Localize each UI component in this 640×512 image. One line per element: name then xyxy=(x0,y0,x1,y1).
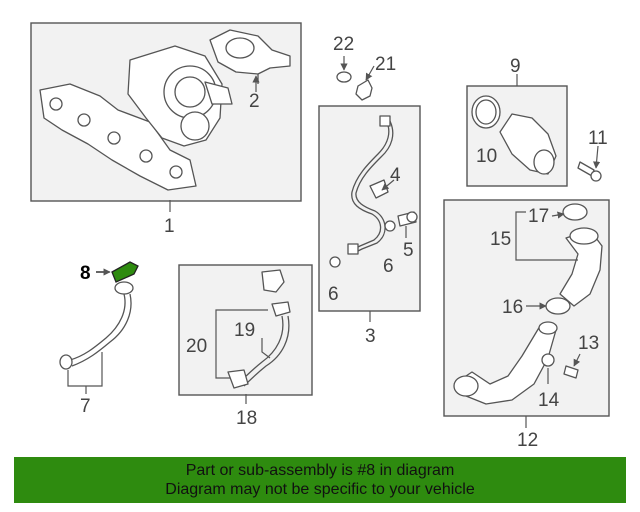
vacuum-hose-group-box xyxy=(178,264,313,396)
callout-8: 8 xyxy=(80,263,91,284)
callout-20: 20 xyxy=(186,336,207,357)
callout-4: 4 xyxy=(390,165,401,186)
part-22-oring xyxy=(336,71,352,83)
banner-line-2: Diagram may not be specific to your vehi… xyxy=(165,481,475,498)
callout-2: 2 xyxy=(249,91,260,112)
callout-3: 3 xyxy=(365,326,376,347)
banner-line-1: Part or sub-assembly is #8 in diagram xyxy=(185,462,455,479)
callout-5: 5 xyxy=(403,240,414,261)
callout-19: 19 xyxy=(234,320,255,341)
callout-18: 18 xyxy=(236,408,257,429)
intake-hose-group-box xyxy=(466,85,568,187)
washer-6b xyxy=(384,220,396,232)
turbocharger-group-box xyxy=(30,22,302,202)
callout-9: 9 xyxy=(510,56,521,77)
callout-15: 15 xyxy=(490,229,511,250)
callout-14: 14 xyxy=(538,390,560,411)
callout-6a: 6 xyxy=(328,284,339,305)
callout-17: 17 xyxy=(528,206,549,227)
part-13-bolt xyxy=(563,365,579,379)
part-16-clamp xyxy=(545,297,571,315)
part-8-gasket-highlighted xyxy=(111,261,139,283)
callout-10: 10 xyxy=(476,146,497,167)
callout-11: 11 xyxy=(588,128,608,149)
washer-6a xyxy=(329,256,341,268)
part-17-clamp xyxy=(562,203,588,221)
callout-22: 22 xyxy=(333,34,354,55)
info-banner: Part or sub-assembly is #8 in diagram Di… xyxy=(14,457,626,503)
callout-1: 1 xyxy=(164,216,175,237)
oil-line-group-box xyxy=(318,105,421,312)
callout-16: 16 xyxy=(502,297,523,318)
sensor-bracket xyxy=(261,269,285,293)
part-7-pipe xyxy=(69,293,126,361)
callout-13: 13 xyxy=(578,333,599,354)
parts-diagram: 2 1 22 21 4 5 6 6 3 9 10 11 xyxy=(30,22,610,451)
charge-pipe-group-box xyxy=(443,199,610,417)
part-14-nut xyxy=(541,353,555,367)
callout-21: 21 xyxy=(375,54,396,75)
callout-6b: 6 xyxy=(383,256,394,277)
callout-12: 12 xyxy=(517,430,538,451)
part-20-connector xyxy=(227,369,249,389)
callout-7: 7 xyxy=(80,396,91,417)
oil-feed-pipe xyxy=(351,119,390,251)
part-21-fitting xyxy=(355,79,373,101)
